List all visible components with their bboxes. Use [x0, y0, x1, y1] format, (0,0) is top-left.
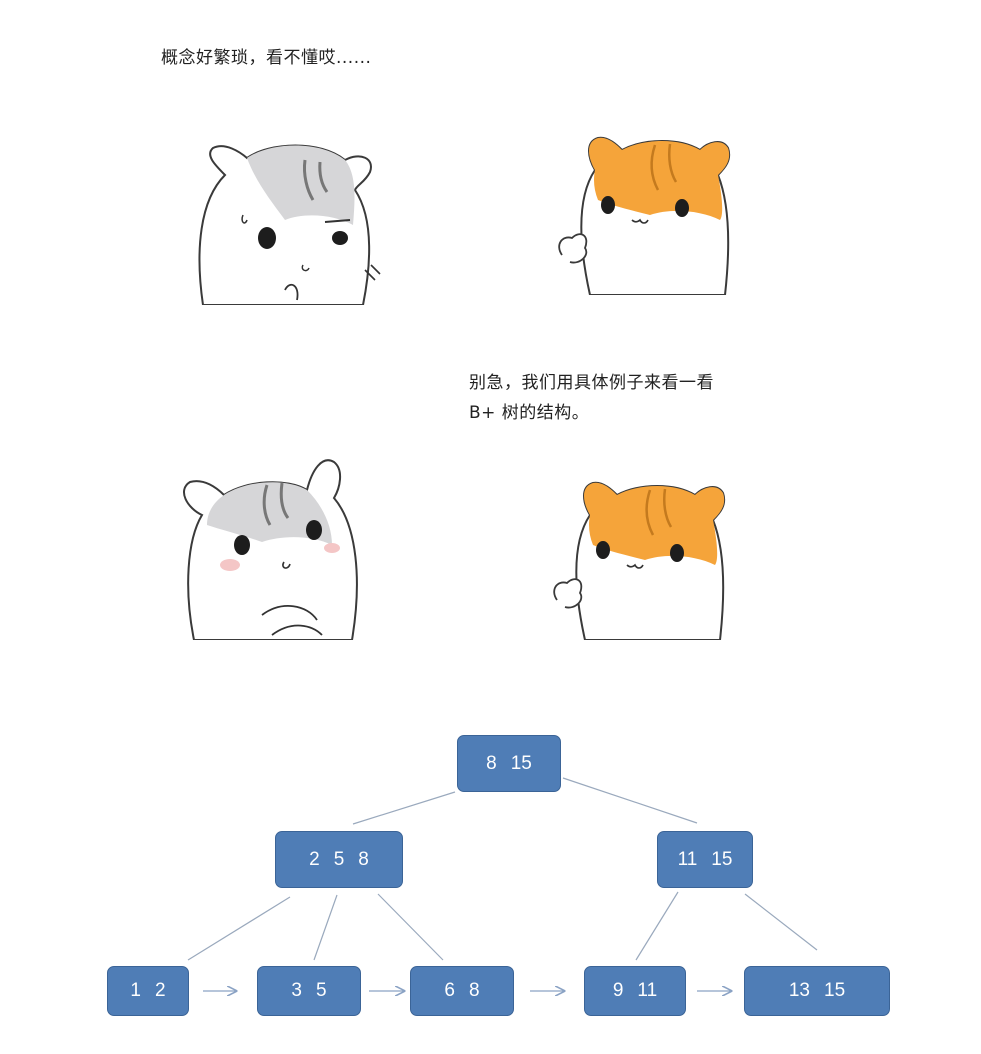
- key: 15: [510, 752, 532, 774]
- key: 15: [824, 980, 846, 1001]
- key: 2: [309, 848, 320, 870]
- leaf-node-5: 13 15: [744, 966, 890, 1016]
- key: 8: [486, 752, 497, 774]
- edge-right-leaf5: [744, 893, 818, 951]
- internal-node-right: 11 15: [657, 831, 753, 888]
- caption-explain-line2: B+ 树的结构。: [469, 403, 590, 423]
- key: 11: [637, 980, 658, 1001]
- key: 13: [788, 980, 810, 1001]
- key: 1: [130, 980, 141, 1001]
- leaf-node-3: 6 8: [410, 966, 514, 1016]
- key: 15: [711, 848, 733, 870]
- caption-confused: 概念好繁琐，看不懂哎......: [161, 48, 372, 68]
- root-node: 8 15: [457, 735, 561, 792]
- leaf-node-1: 1 2: [107, 966, 189, 1016]
- leaf-node-2: 3 5: [257, 966, 361, 1016]
- key: 3: [291, 980, 302, 1001]
- gray-hamster-confused-illustration: [198, 144, 381, 305]
- internal-node-left: 2 5 8: [275, 831, 403, 888]
- edge-left-leaf1: [187, 896, 291, 961]
- edge-left-leaf3: [377, 893, 444, 961]
- caption-explain-line1: 别急，我们用具体例子来看一看: [469, 373, 714, 393]
- key: 2: [155, 980, 166, 1001]
- key: 11: [677, 848, 698, 870]
- key: 6: [444, 980, 455, 1001]
- key: 5: [316, 980, 327, 1001]
- edge-right-leaf4: [635, 891, 679, 961]
- gray-hamster-thinking-illustration: [183, 459, 358, 640]
- edge-left-leaf2: [313, 894, 338, 961]
- edge-root-left: [352, 791, 456, 825]
- leaf-node-4: 9 11: [584, 966, 686, 1016]
- key: 8: [469, 980, 480, 1001]
- orange-hamster-pointing-illustration-2: [553, 481, 726, 640]
- edge-root-right: [562, 777, 698, 824]
- key: 5: [333, 848, 345, 870]
- key: 9: [612, 980, 624, 1001]
- key: 8: [358, 848, 369, 870]
- orange-hamster-pointing-illustration: [558, 136, 731, 295]
- caption-explain: 别急，我们用具体例子来看一看 B+ 树的结构。: [469, 368, 714, 428]
